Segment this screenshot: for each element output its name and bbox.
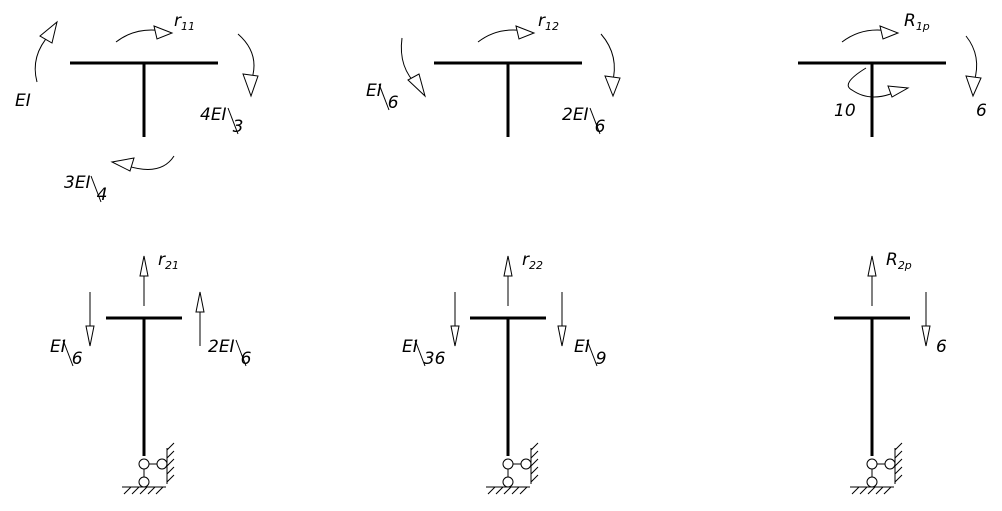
moment-arrow-left [400,37,426,98]
fraction-bar [589,107,601,135]
load-label: 4EI3 [200,105,243,137]
load-label: 2EI6 [562,105,606,137]
load-label: 10 [834,101,856,121]
moment-arrow-inner [847,67,910,98]
fraction-bar [235,339,247,367]
fraction-bar [62,339,74,367]
reaction-force-arrow [867,255,877,306]
moment-arrow-right [600,33,621,98]
load-label: 6 [936,337,947,357]
fraction-bar [586,339,598,367]
load-label: EI9 [574,337,607,369]
load-arrow-down [921,292,931,347]
panel-r12: r12 EI6 2EI6 [366,11,621,137]
load-label: 6 [976,101,987,121]
panel-r22: r22 EI36 EI9 [402,250,607,495]
fraction-bar [378,83,390,111]
moment-arrow-right [965,35,982,98]
load-label: EI36 [402,337,446,369]
support [850,442,903,495]
fraction-bar [414,339,426,367]
panel-R2p: R2p 6 [834,250,947,495]
panel-r21: r21 EI6 2EI6 [50,250,252,495]
reaction-label: r12 [538,11,559,33]
reaction-label: R1p [904,11,930,33]
reaction-force-arrow [503,255,513,306]
reaction-label: r22 [522,250,543,272]
panel-r11: r11 EI 4EI3 3EI4 [15,11,259,205]
panel-R1p: R1p 10 6 [798,11,987,137]
fraction-bar [90,175,102,203]
load-label: EI6 [50,337,83,369]
load-label: EI6 [366,81,399,113]
reaction-label: r21 [158,250,179,272]
load-arrow-down [85,292,95,347]
load-label: 2EI6 [208,337,252,369]
reaction-moment-arrow [115,25,174,43]
reaction-label: R2p [886,250,912,272]
reaction-moment-arrow [841,25,900,43]
reaction-moment-arrow [477,25,536,43]
fraction-bar [227,107,239,135]
load-label: EI [15,91,31,111]
reaction-label: r11 [174,11,195,33]
moment-arrow-bottom [110,155,175,172]
load-arrow-up [195,291,205,346]
support [122,442,175,495]
moment-arrow-right [237,33,259,98]
reaction-force-arrow [139,255,149,306]
load-arrow-down [450,292,460,347]
load-arrow-down [557,292,567,347]
moment-arrow-left [34,20,58,83]
load-label: 3EI4 [64,173,107,205]
support [486,442,539,495]
